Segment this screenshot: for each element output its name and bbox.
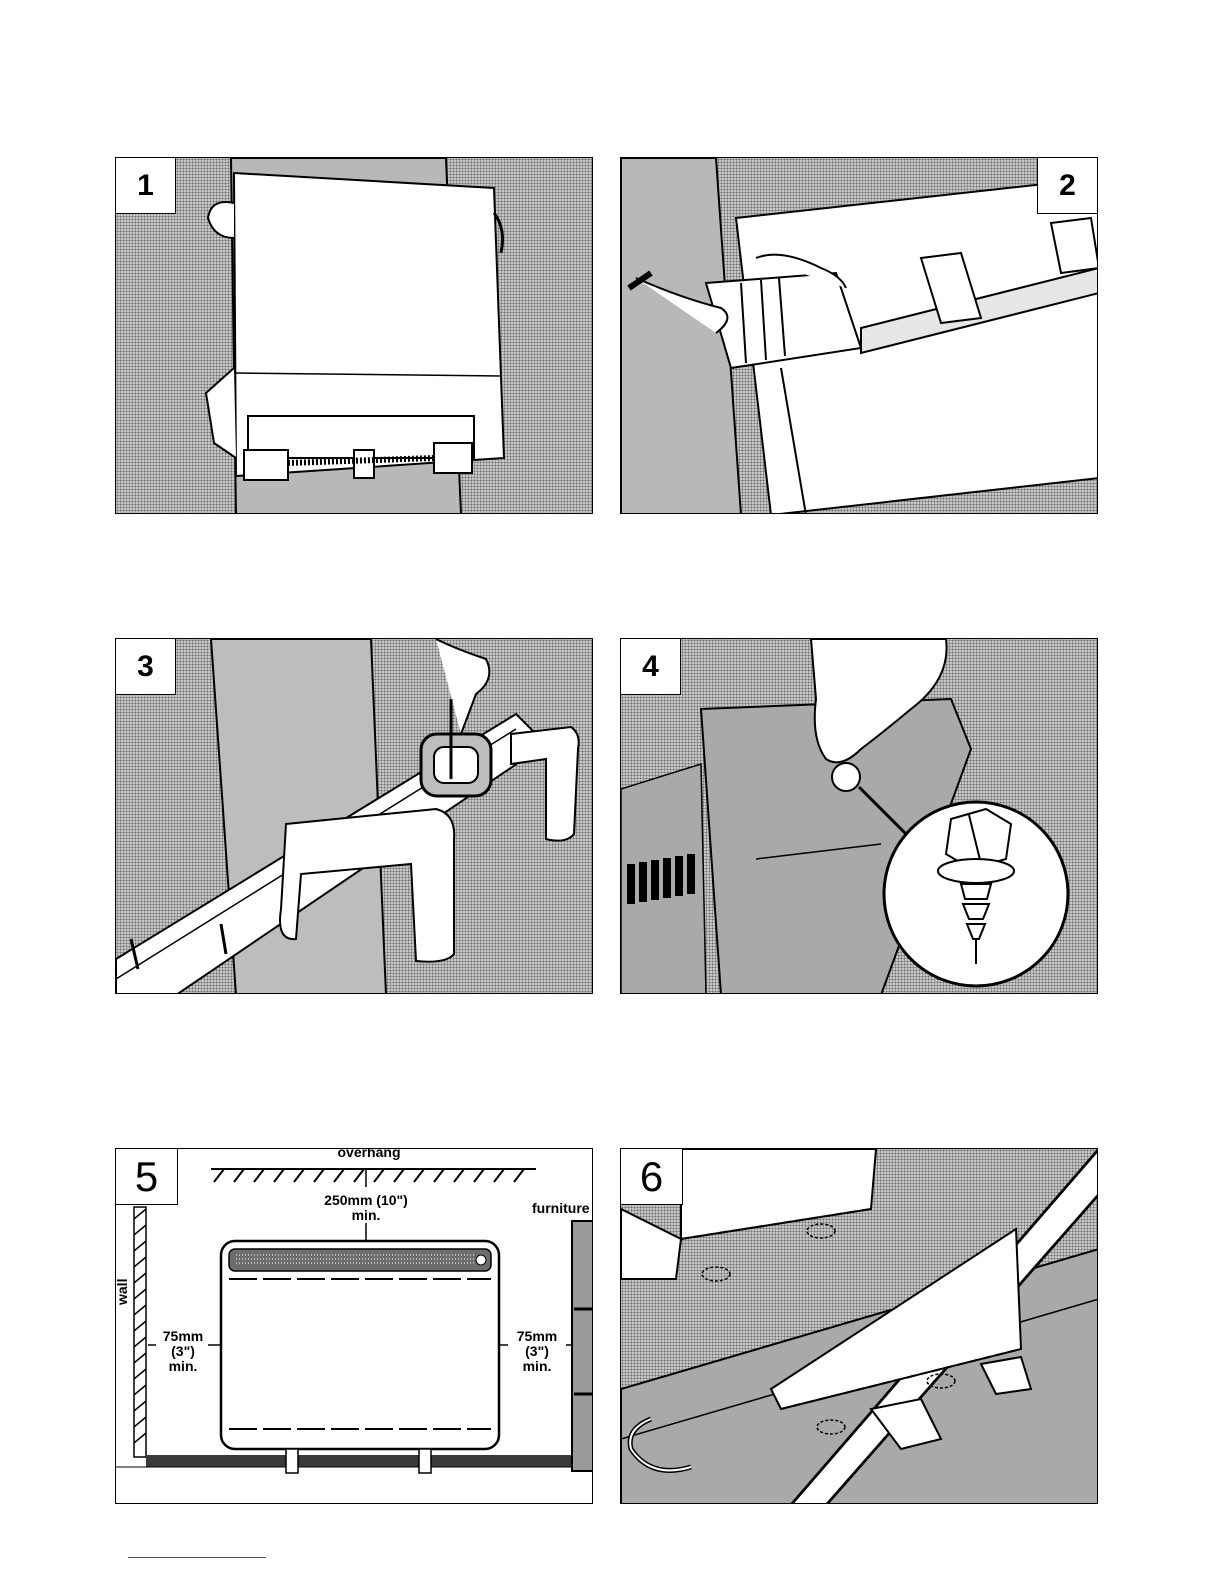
step-5-panel: 5 overhang 250mm (10") min. furniture 75… xyxy=(115,1148,593,1504)
bracket-fixing-illustration xyxy=(116,639,593,994)
step-1-number: 1 xyxy=(116,158,176,214)
left-clearance-inch: (3") xyxy=(154,1344,212,1359)
step-4-number: 4 xyxy=(621,639,681,695)
unbox-illustration xyxy=(116,158,593,514)
step-6-number: 6 xyxy=(621,1149,683,1205)
mounting-illustration xyxy=(621,1149,1098,1504)
footer-rule xyxy=(128,1557,266,1558)
step-4-panel: 4 xyxy=(620,638,1098,994)
right-clearance-min: min. xyxy=(508,1359,566,1374)
step-6-panel: 6 xyxy=(620,1148,1098,1504)
furniture-label: furniture xyxy=(532,1201,593,1216)
step-3-panel: 3 xyxy=(115,638,593,994)
top-clearance-value: 250mm (10") xyxy=(311,1193,421,1208)
step-1-panel: 1 xyxy=(115,157,593,514)
step-2-number: 2 xyxy=(1037,158,1097,214)
packing-removal-illustration xyxy=(621,158,1098,514)
wall-label: wall xyxy=(114,1279,130,1305)
screw-removal-illustration xyxy=(621,639,1098,994)
step-3-number: 3 xyxy=(116,639,176,695)
step-5-number: 5 xyxy=(116,1149,178,1205)
top-clearance-min: min. xyxy=(341,1208,391,1223)
overhang-label: overhang xyxy=(329,1148,409,1160)
right-clearance-inch: (3") xyxy=(508,1344,566,1359)
left-clearance-min: min. xyxy=(154,1359,212,1374)
step-2-panel: 2 xyxy=(620,157,1098,514)
right-clearance-value: 75mm xyxy=(508,1329,566,1344)
left-clearance-value: 75mm xyxy=(154,1329,212,1344)
